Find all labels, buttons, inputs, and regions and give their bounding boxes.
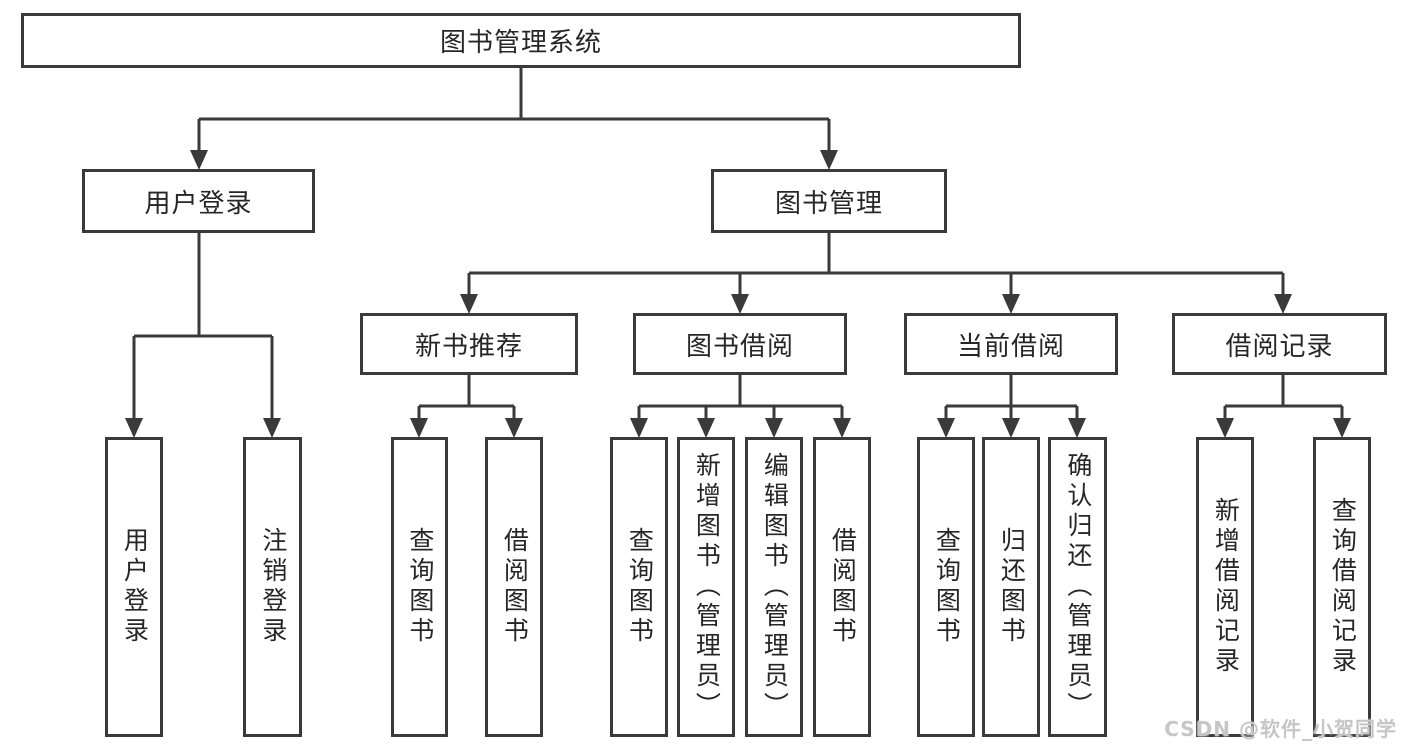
leaf-borrow-books-label: 借阅图书	[828, 527, 858, 647]
node-root-label: 图书管理系统	[439, 28, 602, 58]
leaf-query-books-current-label: 查询图书	[932, 527, 962, 647]
leaf-logout-label: 注销登录	[258, 527, 288, 647]
leaf-query-borrow-record: 查询借阅记录	[1313, 437, 1371, 737]
tree-edges	[132, 68, 1344, 426]
leaf-add-borrow-record: 新增借阅记录	[1196, 437, 1254, 737]
node-user-login-label: 用户登录	[144, 188, 253, 219]
leaf-confirm-return-admin: 确认归还（管理员）	[1048, 437, 1107, 737]
node-borrow-records-label: 借阅记录	[1225, 331, 1334, 362]
leaf-borrow-books-rec-label: 借阅图书	[500, 527, 530, 647]
node-new-book-rec: 新书推荐	[360, 313, 578, 375]
node-current-borrow: 当前借阅	[904, 313, 1118, 375]
leaf-add-borrow-record-label: 新增借阅记录	[1211, 497, 1241, 677]
leaf-query-books-borrow-label: 查询图书	[625, 527, 655, 647]
watermark: CSDN @软件_小贺同学	[1164, 717, 1397, 741]
leaf-borrow-books: 借阅图书	[813, 437, 871, 737]
leaf-confirm-return-admin-label: 确认归还（管理员）	[1063, 452, 1093, 722]
node-current-borrow-label: 当前借阅	[956, 331, 1065, 362]
arrowheads	[125, 150, 1351, 438]
leaf-user-login: 用户登录	[105, 437, 163, 737]
leaf-query-books-current: 查询图书	[917, 437, 975, 737]
leaf-add-book-admin: 新增图书（管理员）	[677, 437, 735, 737]
leaf-edit-book-admin-label: 编辑图书（管理员）	[760, 452, 790, 722]
node-borrow-records: 借阅记录	[1172, 313, 1387, 375]
leaf-logout: 注销登录	[243, 437, 302, 737]
node-root: 图书管理系统	[21, 13, 1021, 68]
leaf-query-borrow-record-label: 查询借阅记录	[1328, 497, 1358, 677]
node-book-mgmt-label: 图书管理	[774, 188, 883, 219]
leaf-borrow-books-rec: 借阅图书	[485, 437, 543, 737]
leaf-edit-book-admin: 编辑图书（管理员）	[745, 437, 803, 737]
node-user-login: 用户登录	[82, 169, 315, 233]
leaf-user-login-label: 用户登录	[120, 527, 150, 647]
leaf-query-books-borrow: 查询图书	[610, 437, 668, 737]
node-book-borrow-label: 图书借阅	[685, 331, 794, 362]
leaf-query-books-rec: 查询图书	[391, 437, 448, 737]
node-new-book-rec-label: 新书推荐	[414, 331, 523, 362]
leaf-return-book-label: 归还图书	[997, 527, 1027, 647]
leaf-add-book-admin-label: 新增图书（管理员）	[692, 452, 722, 722]
leaf-query-books-rec-label: 查询图书	[405, 527, 435, 647]
leaf-return-book: 归还图书	[982, 437, 1040, 737]
node-book-borrow: 图书借阅	[633, 313, 847, 375]
node-book-mgmt: 图书管理	[711, 169, 947, 233]
